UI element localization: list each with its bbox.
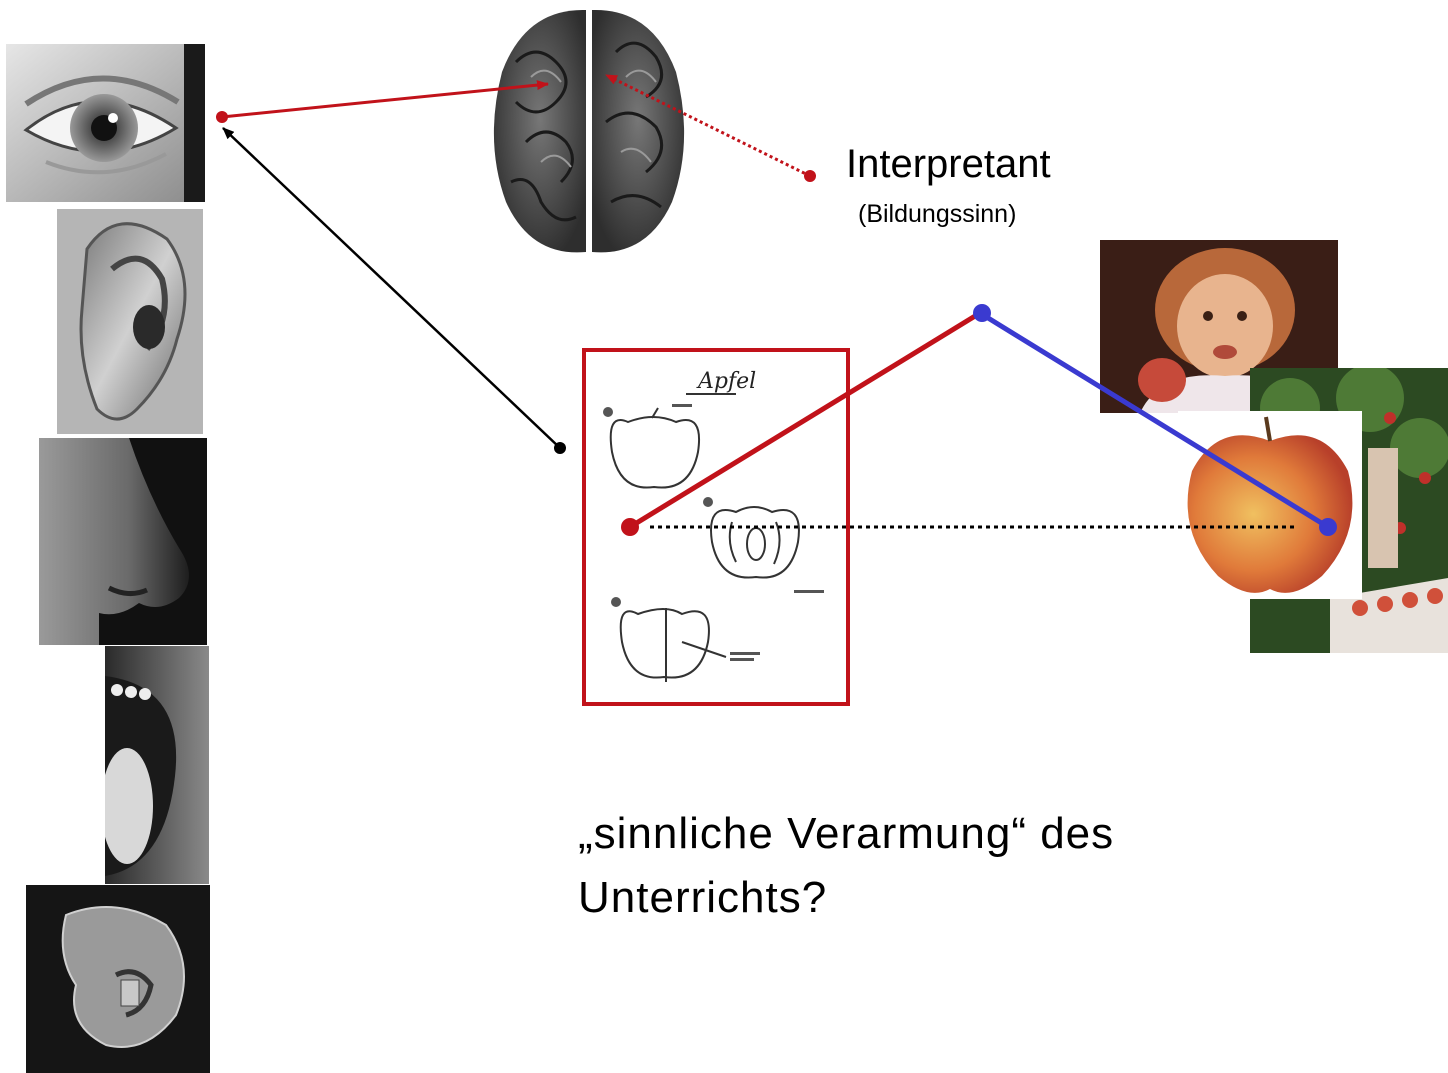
apple-photo bbox=[1178, 411, 1362, 599]
brain-icon bbox=[486, 2, 692, 264]
hand-icon bbox=[26, 885, 210, 1073]
question-line-1: „sinnliche Verarmung“ des bbox=[578, 809, 1115, 858]
interpretant-sublabel: (Bildungssinn) bbox=[858, 200, 1017, 228]
ear-icon bbox=[57, 209, 203, 434]
worksheet-heading: Apfel bbox=[696, 369, 756, 394]
interpretant-dot bbox=[804, 170, 816, 182]
worksheet-dot bbox=[554, 442, 566, 454]
apex-dot bbox=[973, 304, 991, 322]
eye-dot bbox=[216, 111, 228, 123]
interpretant-label: Interpretant bbox=[846, 142, 1051, 186]
apfel-worksheet: Apfel bbox=[582, 348, 850, 706]
eye-icon bbox=[6, 44, 205, 202]
mouth-icon bbox=[105, 646, 209, 884]
nose-icon bbox=[39, 438, 207, 645]
question-line-2: Unterrichts? bbox=[578, 873, 828, 922]
question-text: „sinnliche Verarmung“ des Unterrichts? bbox=[578, 802, 1114, 930]
